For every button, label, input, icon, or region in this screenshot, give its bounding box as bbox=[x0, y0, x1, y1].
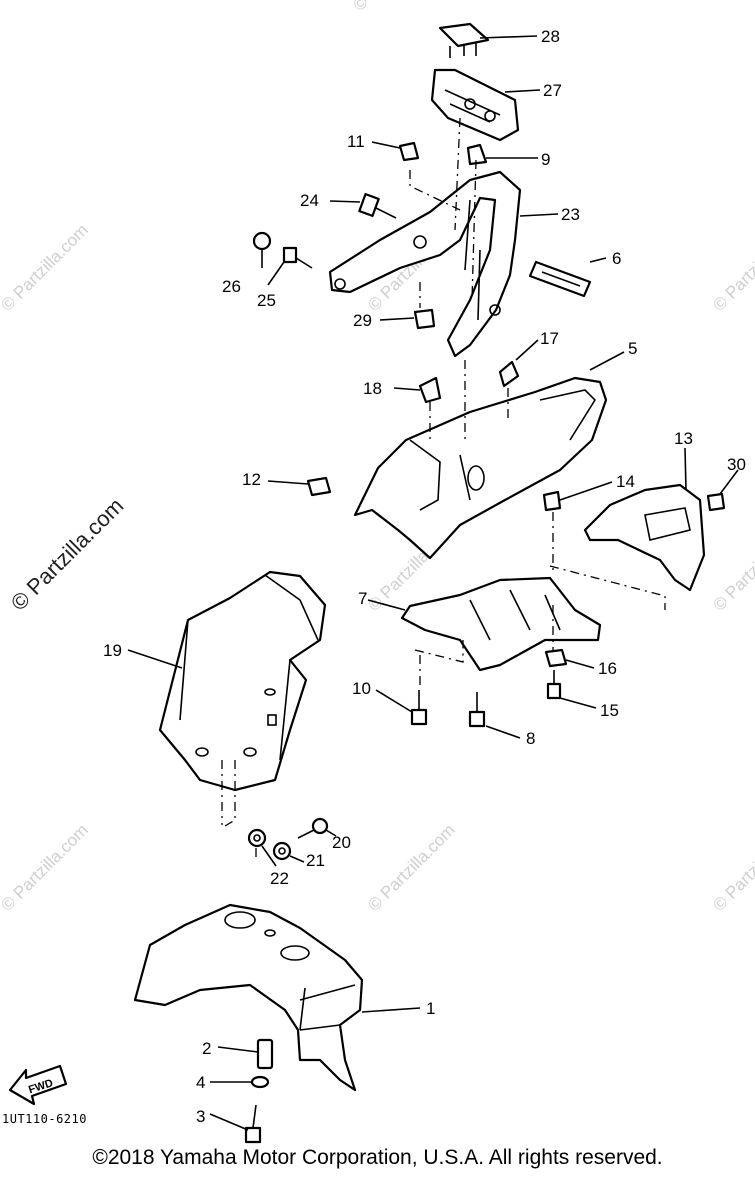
alignment-lines bbox=[221, 117, 666, 860]
callout-labels: 28 27 11 9 24 23 6 26 25 29 17 5 18 13 3… bbox=[103, 27, 746, 1126]
part-28-clip bbox=[438, 22, 490, 58]
callout-24: 24 bbox=[300, 191, 319, 210]
callout-26: 26 bbox=[222, 277, 241, 296]
leader-lines bbox=[127, 35, 739, 1131]
figure-code: 1UT110-6210 bbox=[2, 1112, 87, 1126]
callout-28: 28 bbox=[541, 27, 560, 46]
watermark: © Partzilla.com bbox=[709, 520, 755, 614]
callout-20: 20 bbox=[332, 833, 351, 852]
callout-11: 11 bbox=[347, 132, 365, 151]
part-2-spacer bbox=[256, 1038, 274, 1070]
callout-15: 15 bbox=[600, 701, 619, 720]
callout-30: 30 bbox=[727, 455, 746, 474]
part-30-plug bbox=[706, 492, 726, 512]
callout-1: 1 bbox=[426, 999, 435, 1018]
part-21-washer bbox=[272, 841, 292, 861]
callout-16: 16 bbox=[598, 659, 617, 678]
part-14-grommet bbox=[542, 490, 562, 512]
part-8-bolt bbox=[468, 692, 486, 728]
part-5-rear-fender bbox=[353, 376, 608, 560]
callout-25: 25 bbox=[257, 291, 276, 310]
callout-21: 21 bbox=[306, 851, 325, 870]
part-17-bracket bbox=[498, 360, 520, 388]
callout-17: 17 bbox=[540, 329, 559, 348]
callout-7: 7 bbox=[358, 589, 367, 608]
watermark: © Partzilla.com bbox=[709, 820, 755, 914]
callout-27: 27 bbox=[543, 81, 562, 100]
watermark: © Partzilla.com bbox=[364, 820, 458, 914]
callout-3: 3 bbox=[196, 1107, 205, 1126]
callout-22: 22 bbox=[270, 869, 289, 888]
callout-18: 18 bbox=[363, 379, 382, 398]
callout-2: 2 bbox=[202, 1039, 211, 1058]
callout-4: 4 bbox=[196, 1073, 205, 1092]
part-16-nut bbox=[544, 648, 568, 668]
part-24-bolt bbox=[358, 193, 397, 219]
part-9-grommet bbox=[466, 143, 488, 166]
callout-10: 10 bbox=[352, 679, 371, 698]
part-10-bolt bbox=[410, 690, 428, 726]
callout-23: 23 bbox=[561, 205, 580, 224]
callout-5: 5 bbox=[628, 339, 637, 358]
part-29-grommet bbox=[413, 308, 436, 330]
part-11-grommet bbox=[398, 141, 420, 162]
watermark: © Partzilla.com bbox=[6, 493, 129, 616]
part-6-emblem bbox=[528, 260, 592, 298]
watermark: © Partzilla.com bbox=[709, 220, 755, 314]
part-19-inner-cover bbox=[158, 570, 327, 792]
part-7-inner-fender bbox=[400, 576, 602, 672]
part-12-plug bbox=[306, 476, 332, 497]
part-27-plate bbox=[430, 68, 520, 142]
part-26-cap bbox=[252, 231, 272, 251]
watermark: © Partzilla.com bbox=[0, 820, 92, 914]
part-1-front-fender bbox=[133, 903, 364, 1092]
part-4-washer bbox=[250, 1075, 270, 1089]
part-3-bolt bbox=[244, 1104, 262, 1144]
part-20-bolt bbox=[297, 817, 329, 839]
callout-19: 19 bbox=[103, 641, 122, 660]
callout-12: 12 bbox=[242, 470, 261, 489]
callout-8: 8 bbox=[526, 729, 535, 748]
part-15-bolt bbox=[546, 670, 562, 700]
watermark: © Partzilla.com bbox=[0, 220, 92, 314]
part-13-cover bbox=[583, 483, 706, 592]
copyright-notice: ©2018 Yamaha Motor Corporation, U.S.A. A… bbox=[92, 1146, 663, 1169]
callout-6: 6 bbox=[612, 249, 621, 268]
callout-9: 9 bbox=[541, 150, 550, 169]
watermark-layer: © Partzilla.com © Partzilla.com © Partzi… bbox=[0, 0, 755, 915]
part-22-washer bbox=[247, 828, 267, 848]
part-23-frame bbox=[328, 170, 522, 358]
callout-29: 29 bbox=[353, 311, 372, 330]
part-18-bracket bbox=[418, 376, 442, 404]
part-25-screw bbox=[282, 246, 313, 269]
callout-14: 14 bbox=[616, 472, 635, 491]
watermark: © Partzilla.com bbox=[349, 0, 443, 15]
callout-13: 13 bbox=[674, 429, 693, 448]
fwd-arrow-icon: FWD bbox=[8, 1064, 68, 1106]
